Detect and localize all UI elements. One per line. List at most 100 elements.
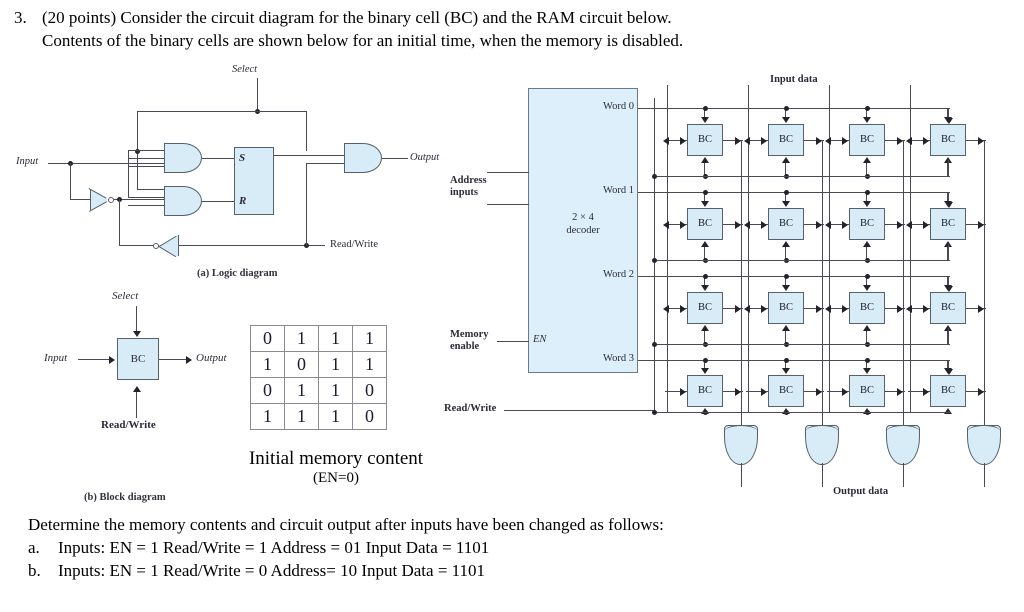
word-line-label-0: Word 0 (603, 101, 634, 112)
row-readwrite-dot-2 (652, 342, 657, 347)
bc-select-arrow-r1c2 (842, 220, 848, 229)
bc-select-arrow-left-r0c3 (906, 136, 912, 145)
bc-select-arrow-left-r2c1 (744, 304, 750, 313)
bc-out-wire-r0c3 (966, 140, 986, 142)
ram-bc-cell-r2c3: BC (930, 292, 966, 324)
question-line-2: Contents of the binary cells are shown b… (42, 31, 684, 50)
bc-out-arrow-r1c3 (978, 220, 984, 229)
bc-rw-wire-r0c0 (704, 160, 706, 176)
readwrite-wire (179, 245, 325, 247)
bc-datain-arrow-r0c0 (700, 117, 709, 123)
bc-select-arrow-left-r2c0 (663, 304, 669, 313)
block-readwrite-arrow (132, 386, 141, 392)
bc-rw-arrow-r1c0 (700, 241, 709, 247)
bc-rw-wire-r1c0 (704, 244, 706, 260)
rw-feedback-left-seg (119, 245, 159, 247)
block-output-wire (159, 359, 187, 361)
bc-datain-arrow-r3c1 (781, 368, 790, 374)
bc-datain-dot-r1c0 (702, 190, 708, 195)
bc-out-wire-r1c1 (804, 224, 824, 226)
and-s-input-c (128, 166, 164, 168)
output-column-bus-1 (822, 140, 824, 425)
input-branch-to-inverter (70, 163, 72, 200)
block-bc-label: BC (130, 353, 146, 365)
memory-table-caption-sub: (EN=0) (313, 470, 359, 486)
bc-datain-arrow-r2c2 (862, 285, 871, 291)
inverter-2-icon (159, 235, 178, 257)
tail-a-text: Inputs: EN = 1 Read/Write = 1 Address = … (58, 538, 490, 557)
row-readwrite-dot-0 (652, 174, 657, 179)
bc-rw-arrow-r2c0 (700, 325, 709, 331)
bc-out-wire-r3c3 (966, 391, 986, 393)
bc-select-arrow-r3c3 (923, 387, 929, 396)
bc-out-arrow-r0c2 (897, 136, 903, 145)
bc-datain-wire-r0c0 (704, 108, 706, 119)
bc-select-arrow-left-r2c3 (906, 304, 912, 313)
bc-out-wire-r3c2 (885, 391, 905, 393)
bc-select-wire-r2c3 (908, 308, 930, 310)
bc-select-arrow-r0c3 (923, 136, 929, 145)
bc-rw-wire-r0c3 (947, 160, 949, 176)
bc-select-arrow-left-r1c0 (663, 220, 669, 229)
bc-select-wire-r0c3 (908, 140, 930, 142)
bc-out-arrow-r2c3 (978, 304, 984, 313)
input-data-bus-2 (829, 85, 831, 412)
bc-select-arrow-r2c0 (680, 304, 686, 313)
bc-out-arrow-r3c1 (816, 387, 822, 396)
and-gate-r-icon (164, 186, 202, 216)
bc-rw-wire-r2c3 (947, 328, 949, 344)
bc-select-arrow-r2c1 (761, 304, 767, 313)
memory-enable-line2: enable (450, 341, 480, 352)
bc-select-wire-r2c2 (827, 308, 849, 310)
memory-cell: 0 (250, 377, 285, 404)
bc-rw-arrow-r2c3 (943, 325, 952, 331)
bc-rw-wire-r0c2 (866, 160, 868, 176)
bc-datain-wire-r2c0 (704, 276, 706, 287)
memory-enable-wire (497, 341, 529, 343)
logic-readwrite-label: Read/Write (330, 239, 378, 250)
tail-b-text: Inputs: EN = 1 Read/Write = 0 Address= 1… (58, 561, 486, 580)
word-line-label-3: Word 3 (603, 353, 634, 364)
bc-select-wire-r1c1 (746, 224, 768, 226)
readwrite-column-bus (654, 98, 656, 411)
select-wire-vertical (257, 78, 259, 111)
row-readwrite-bus-0 (654, 176, 950, 178)
block-readwrite-wire (136, 392, 138, 418)
row-rw-rise-2 (948, 328, 950, 344)
bc-datain-arrow-r0c1 (781, 117, 790, 123)
ram-readwrite-wire (504, 410, 655, 412)
bc-select-wire-r3c3 (908, 391, 930, 393)
bc-datain-wire-r0c3 (947, 108, 949, 119)
bc-select-wire-r0c1 (746, 140, 768, 142)
memory-cell: 1 (284, 403, 319, 430)
bc-select-arrow-left-r2c2 (825, 304, 831, 313)
bc-rw-arrow-r1c1 (781, 241, 790, 247)
bc-datain-dot-r0c1 (783, 106, 789, 111)
ram-bc-cell-r2c0: BC (687, 292, 723, 324)
memory-cell: 1 (284, 325, 319, 352)
word-line-wire-3 (638, 360, 950, 362)
bc-rw-arrow-r0c1 (781, 157, 790, 163)
bc-datain-arrow-r2c1 (781, 285, 790, 291)
readwrite-branch-up (306, 163, 308, 246)
bc-datain-wire-r1c1 (785, 192, 787, 203)
word-line-wire-1 (638, 192, 950, 194)
bc-rw-arrow-r0c2 (862, 157, 871, 163)
bc-rw-wire-r2c1 (785, 328, 787, 344)
latch-s-label: S (239, 152, 246, 164)
memory-cell: 0 (352, 403, 387, 430)
and-r-input-c (128, 205, 164, 207)
ram-bc-cell-r0c0: BC (687, 124, 723, 156)
memory-cell: 1 (250, 351, 285, 378)
bc-datain-wire-r0c1 (785, 108, 787, 119)
bc-out-arrow-r1c0 (735, 220, 741, 229)
word-line-drop-0 (948, 108, 950, 120)
bc-datain-arrow-r1c3 (943, 201, 952, 207)
logic-output-label: Output (410, 152, 440, 163)
bc-rw-arrow-r0c3 (943, 157, 952, 163)
memory-cell: 1 (318, 325, 353, 352)
bc-out-wire-r3c1 (804, 391, 824, 393)
bc-datain-wire-r2c1 (785, 276, 787, 287)
tail-intro: Determine the memory contents and circui… (28, 515, 664, 534)
